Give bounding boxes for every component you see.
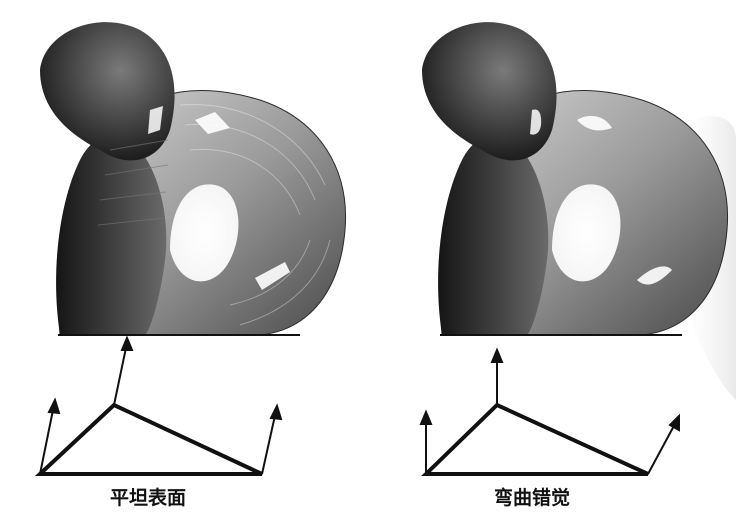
left-normal-arrows	[39, 335, 283, 475]
right-normal-arrows	[419, 347, 680, 475]
right-torus-shape	[422, 22, 729, 336]
left-triangle	[34, 402, 263, 476]
caption-curved-illusion: 弯曲错觉	[493, 487, 570, 509]
left-torus-shape	[40, 22, 347, 336]
caption-flat-surface: 平坦表面	[109, 487, 186, 509]
right-triangle	[421, 402, 649, 476]
